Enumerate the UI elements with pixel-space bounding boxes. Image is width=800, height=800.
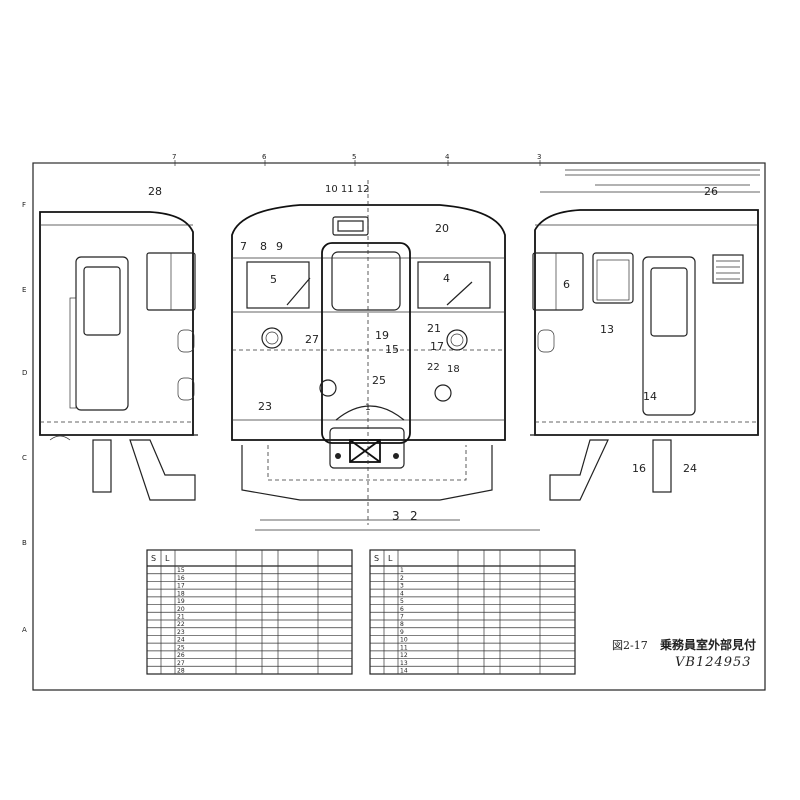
table-row-number: 2 <box>400 575 404 582</box>
table-row-number: 17 <box>177 583 185 590</box>
callout-24: 24 <box>683 462 697 475</box>
callout-22: 22 <box>427 362 440 373</box>
callout-8: 8 <box>260 240 267 253</box>
callout-7: 7 <box>240 240 247 253</box>
table-row-number: 7 <box>400 614 404 621</box>
grid-col-label: 3 <box>537 153 541 161</box>
table-row-number: 3 <box>400 583 404 590</box>
side-zone-grid: F E D C B A <box>22 201 27 634</box>
sheet-frame <box>32 162 766 691</box>
title-block: 図2-17 乗務員室外部見付 VB124953 <box>612 637 756 670</box>
callout-25: 25 <box>372 374 386 387</box>
grid-row-label: C <box>22 454 27 462</box>
callout-10-11-12: 10 11 12 <box>325 184 370 195</box>
table-row-number: 28 <box>177 668 185 675</box>
table-header-l: L <box>165 554 170 563</box>
table-row-number: 16 <box>177 575 185 582</box>
drawing-number: VB124953 <box>675 655 752 670</box>
table-row-number: 24 <box>177 637 185 644</box>
grid-col-label: 6 <box>262 153 267 161</box>
table-row-number: 21 <box>177 614 185 621</box>
table-row-number: 8 <box>400 621 404 628</box>
grid-col-label: 7 <box>172 153 176 161</box>
callout-18: 18 <box>447 364 460 375</box>
callout-20: 20 <box>435 222 449 235</box>
top-right-strip <box>540 169 760 193</box>
top-zone-grid: 7 6 5 4 3 <box>172 153 541 166</box>
table-row-number: 18 <box>177 590 185 597</box>
table-row-number: 25 <box>177 644 185 651</box>
table-row-number: 23 <box>177 629 185 636</box>
right-side-view: 26 <box>530 185 759 501</box>
table-row-number: 13 <box>400 660 408 667</box>
grid-col-label: 5 <box>352 153 356 161</box>
callout-26: 26 <box>704 185 718 198</box>
callout-21: 21 <box>427 322 441 335</box>
table-row-number: 20 <box>177 606 185 613</box>
grid-col-label: 4 <box>445 153 450 161</box>
table-row-number: 14 <box>400 668 408 675</box>
callout-23: 23 <box>258 400 272 413</box>
table-row-number: 10 <box>400 637 408 644</box>
callout-19: 19 <box>375 329 389 342</box>
table-row-number: 11 <box>400 644 408 651</box>
callout-1: 1 <box>365 403 371 413</box>
callout-3: 3 <box>392 509 400 523</box>
table-row-number: 6 <box>400 606 404 613</box>
grid-row-label: E <box>22 286 26 294</box>
table-row-number: 27 <box>177 660 185 667</box>
callout-28: 28 <box>148 185 162 198</box>
figure-number: 図2-17 <box>612 639 648 652</box>
front-view <box>231 180 540 531</box>
callout-9: 9 <box>276 240 283 253</box>
callout-15: 15 <box>385 343 399 356</box>
table-row-number: 5 <box>400 598 404 605</box>
table-row-number: 1 <box>400 567 404 574</box>
table-row-number: 22 <box>177 621 185 628</box>
callout-14: 14 <box>643 390 657 403</box>
callout-6: 6 <box>563 278 570 291</box>
callout-4: 4 <box>443 272 450 285</box>
table-row-number: 26 <box>177 652 185 659</box>
callout-2: 2 <box>410 509 418 523</box>
table-header-s: S <box>151 554 156 563</box>
drawing-title: 乗務員室外部見付 <box>660 637 756 652</box>
callout-17: 17 <box>430 340 444 353</box>
table-row-number: 4 <box>400 590 404 597</box>
grid-row-label: D <box>22 369 27 377</box>
grid-row-label: F <box>22 201 26 209</box>
table-header-s: S <box>374 554 379 563</box>
table-row-number: 15 <box>177 567 185 574</box>
table-row-number: 12 <box>400 652 408 659</box>
callout-13: 13 <box>600 323 614 336</box>
callout-16: 16 <box>632 462 646 475</box>
table-header-l: L <box>388 554 393 563</box>
callout-27: 27 <box>305 333 319 346</box>
table-row-number: 19 <box>177 598 185 605</box>
grid-row-label: A <box>22 626 27 634</box>
grid-row-label: B <box>22 539 27 547</box>
left-side-view: 28 <box>39 185 198 501</box>
callout-5: 5 <box>270 273 277 286</box>
table-row-number: 9 <box>400 629 404 636</box>
